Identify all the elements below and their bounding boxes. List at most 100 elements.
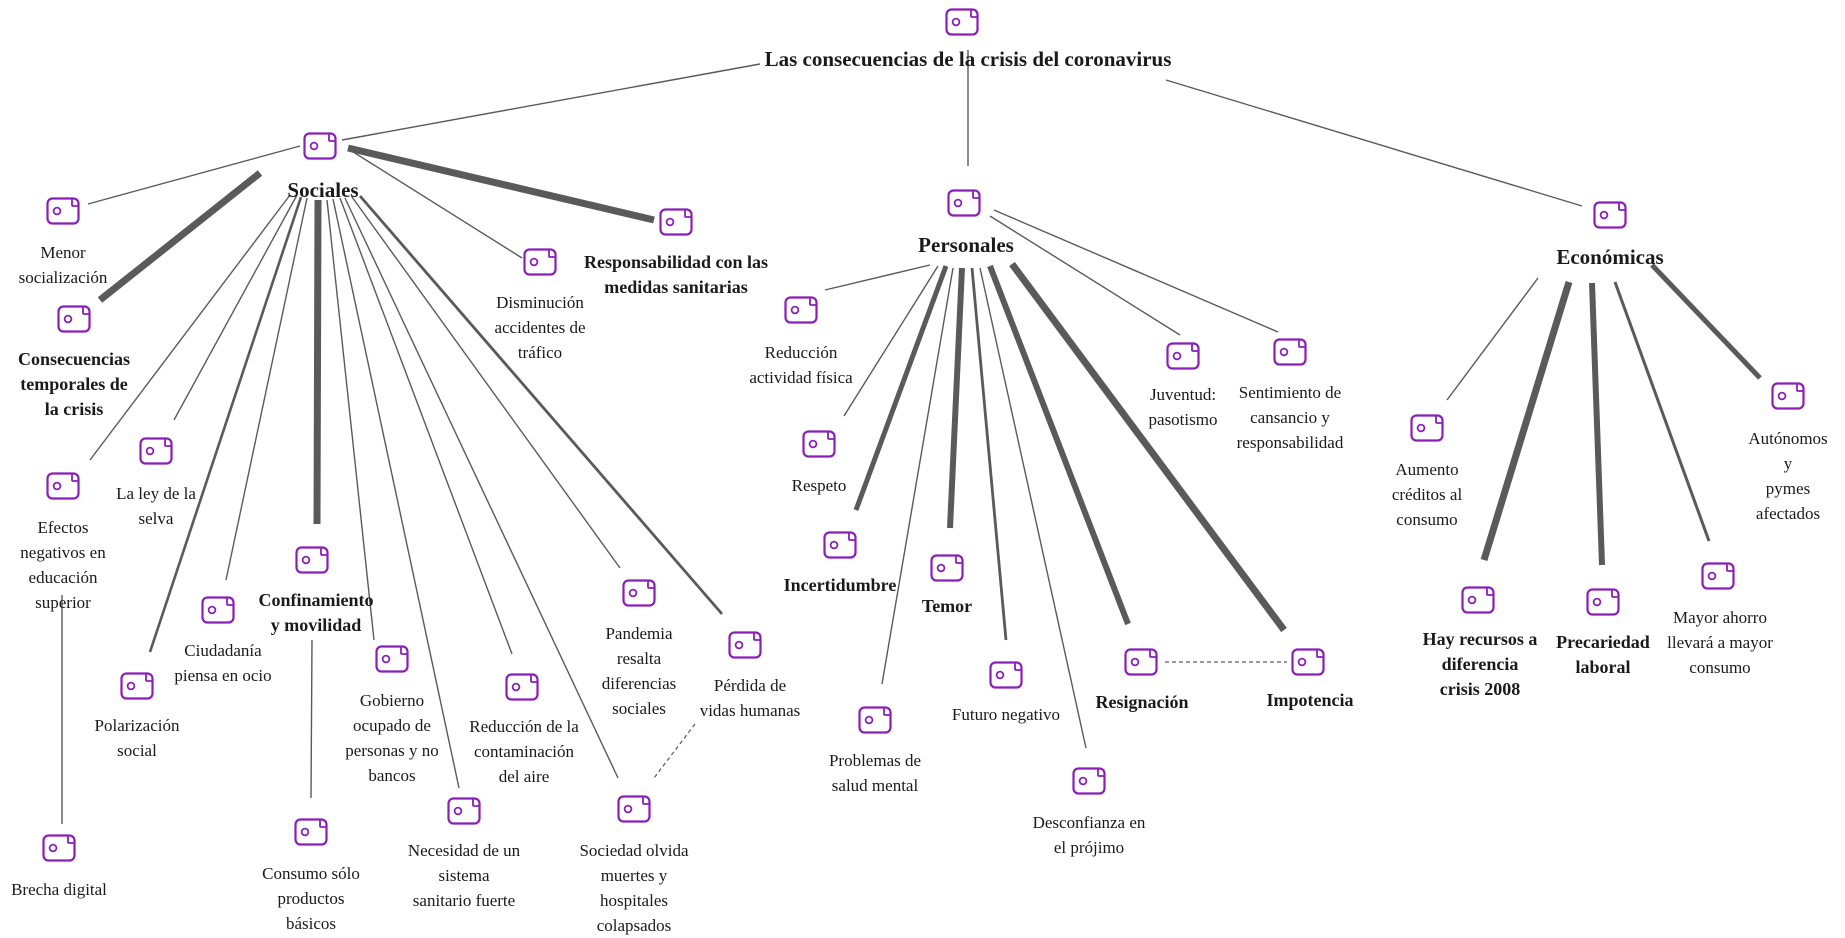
connector-line bbox=[881, 267, 954, 685]
connector-line bbox=[310, 639, 313, 799]
node-label-perdida-vidas: Pérdida de vidas humanas bbox=[699, 676, 801, 720]
connector-line bbox=[313, 199, 322, 525]
node-label-sociedad-olvida: Sociedad olvida muertes y hospitales col… bbox=[579, 841, 689, 935]
connector-line bbox=[653, 723, 696, 779]
node-label-ley-selva: La ley de la selva bbox=[116, 484, 196, 528]
node-label-consumo-basicos: Consumo sólo productos básicos bbox=[262, 864, 360, 933]
memo-note-icon[interactable] bbox=[1166, 342, 1200, 370]
memo-note-icon[interactable] bbox=[1072, 767, 1106, 795]
connector-line bbox=[97, 170, 263, 303]
node-label-precariedad: Precariedad laboral bbox=[1556, 632, 1650, 677]
memo-note-icon[interactable] bbox=[823, 531, 857, 559]
memo-note-icon[interactable] bbox=[930, 554, 964, 582]
memo-note-icon[interactable] bbox=[201, 596, 235, 624]
connector-line bbox=[947, 267, 965, 529]
memo-note-icon[interactable] bbox=[46, 472, 80, 500]
connector-line bbox=[344, 197, 619, 779]
memo-note-icon[interactable] bbox=[858, 706, 892, 734]
memo-note-icon[interactable] bbox=[523, 248, 557, 276]
node-label-mayor-ahorro: Mayor ahorro llevará a mayor consumo bbox=[1667, 608, 1773, 677]
connector-line bbox=[358, 195, 724, 615]
connector-line bbox=[326, 199, 375, 641]
memo-note-icon[interactable] bbox=[505, 673, 539, 701]
memo-note-icon[interactable] bbox=[120, 672, 154, 700]
memo-note-icon[interactable] bbox=[1586, 588, 1620, 616]
memo-note-icon[interactable] bbox=[728, 631, 762, 659]
node-label-ciudadania-ocio: Ciudadanía piensa en ocio bbox=[174, 641, 272, 685]
memo-note-icon[interactable] bbox=[139, 437, 173, 465]
connector-line bbox=[351, 196, 621, 569]
node-label-temor: Temor bbox=[921, 596, 973, 616]
memo-note-icon[interactable] bbox=[294, 818, 328, 846]
node-label-cansancio: Sentimiento de cansancio y responsabilid… bbox=[1236, 383, 1344, 452]
connector-line bbox=[225, 197, 308, 581]
node-label-polarizacion: Polarización social bbox=[94, 716, 180, 760]
connector-line bbox=[843, 265, 939, 417]
connector-line bbox=[173, 194, 298, 421]
memo-note-icon[interactable] bbox=[1291, 648, 1325, 676]
node-label-brecha-digital: Brecha digital bbox=[11, 880, 107, 899]
memo-note-icon[interactable] bbox=[802, 430, 836, 458]
memo-note-icon[interactable] bbox=[46, 197, 80, 225]
node-label-reduccion-actividad: Reducción actividad física bbox=[749, 343, 853, 387]
node-label-responsabilidad-medidas: Responsabilidad con las medidas sanitari… bbox=[583, 252, 769, 297]
node-label-incertidumbre: Incertidumbre bbox=[783, 575, 897, 595]
memo-note-icon[interactable] bbox=[375, 645, 409, 673]
memo-note-icon[interactable] bbox=[295, 546, 329, 574]
connector-line bbox=[1613, 281, 1711, 542]
memo-note-icon[interactable] bbox=[622, 579, 656, 607]
connector-line bbox=[332, 198, 460, 789]
node-label-confinamiento: Confinamiento y movilidad bbox=[258, 590, 374, 635]
connector-line bbox=[1446, 277, 1539, 401]
memo-note-icon[interactable] bbox=[1593, 201, 1627, 229]
memo-note-icon[interactable] bbox=[784, 296, 818, 324]
connector-line bbox=[993, 209, 1279, 333]
node-label-pandemia-diferencias: Pandemia resalta diferencias sociales bbox=[601, 624, 677, 718]
node-label-efectos-educacion: Efectos negativos en educación superior bbox=[20, 518, 106, 612]
node-label-menor-socializacion: Menor socialización bbox=[18, 243, 108, 287]
node-label-consecuencias-temporales: Consecuencias temporales de la crisis bbox=[18, 349, 130, 419]
map-title: Las consecuencias de la crisis del coron… bbox=[764, 47, 1172, 71]
memo-note-icon[interactable] bbox=[1273, 338, 1307, 366]
memo-note-icon[interactable] bbox=[945, 8, 979, 36]
node-label-juventud: Juventud: pasotismo bbox=[1148, 385, 1218, 429]
node-label-gobierno-ocupado: Gobierno ocupado de personas y no bancos bbox=[345, 691, 439, 785]
memo-note-icon[interactable] bbox=[1124, 648, 1158, 676]
node-label-futuro-negativo: Futuro negativo bbox=[951, 705, 1061, 724]
connector-line bbox=[1165, 79, 1583, 207]
group-label-sociales: Sociales bbox=[287, 178, 359, 202]
node-label-desconfianza: Desconfianza en el prójimo bbox=[1032, 813, 1146, 857]
group-label-personales: Personales bbox=[918, 233, 1014, 257]
memo-note-icon[interactable] bbox=[1701, 562, 1735, 590]
connector-line bbox=[339, 197, 513, 655]
node-label-contaminacion: Reducción de la contaminación del aire bbox=[469, 717, 579, 786]
memo-note-icon[interactable] bbox=[57, 305, 91, 333]
memo-note-icon[interactable] bbox=[989, 661, 1023, 689]
node-label-impotencia: Impotencia bbox=[1266, 690, 1354, 710]
node-label-disminucion-accidentes: Disminución accidentes de tráfico bbox=[494, 293, 586, 362]
node-label-resignacion: Resignación bbox=[1095, 692, 1189, 712]
memo-note-icon[interactable] bbox=[1410, 414, 1444, 442]
memo-note-icon[interactable] bbox=[303, 132, 337, 160]
memo-note-icon[interactable] bbox=[947, 189, 981, 217]
connector-line bbox=[1589, 282, 1605, 566]
node-label-aumento-creditos: Aumento créditos al consumo bbox=[1391, 460, 1463, 529]
memo-note-icon[interactable] bbox=[447, 797, 481, 825]
connector-line bbox=[341, 63, 761, 141]
group-label-economicas: Económicas bbox=[1556, 245, 1664, 269]
memo-note-icon[interactable] bbox=[617, 795, 651, 823]
memo-note-icon[interactable] bbox=[42, 834, 76, 862]
connector-line bbox=[989, 215, 1181, 336]
memo-note-icon[interactable] bbox=[1461, 586, 1495, 614]
memo-note-icon[interactable] bbox=[659, 208, 693, 236]
connector-line bbox=[979, 267, 1087, 749]
connector-line bbox=[1480, 280, 1573, 562]
node-label-problemas-salud: Problemas de salud mental bbox=[828, 751, 922, 795]
connector-line bbox=[970, 267, 1008, 641]
memo-note-icon[interactable] bbox=[1771, 382, 1805, 410]
connector-line bbox=[148, 196, 303, 653]
connector-line bbox=[853, 265, 949, 511]
